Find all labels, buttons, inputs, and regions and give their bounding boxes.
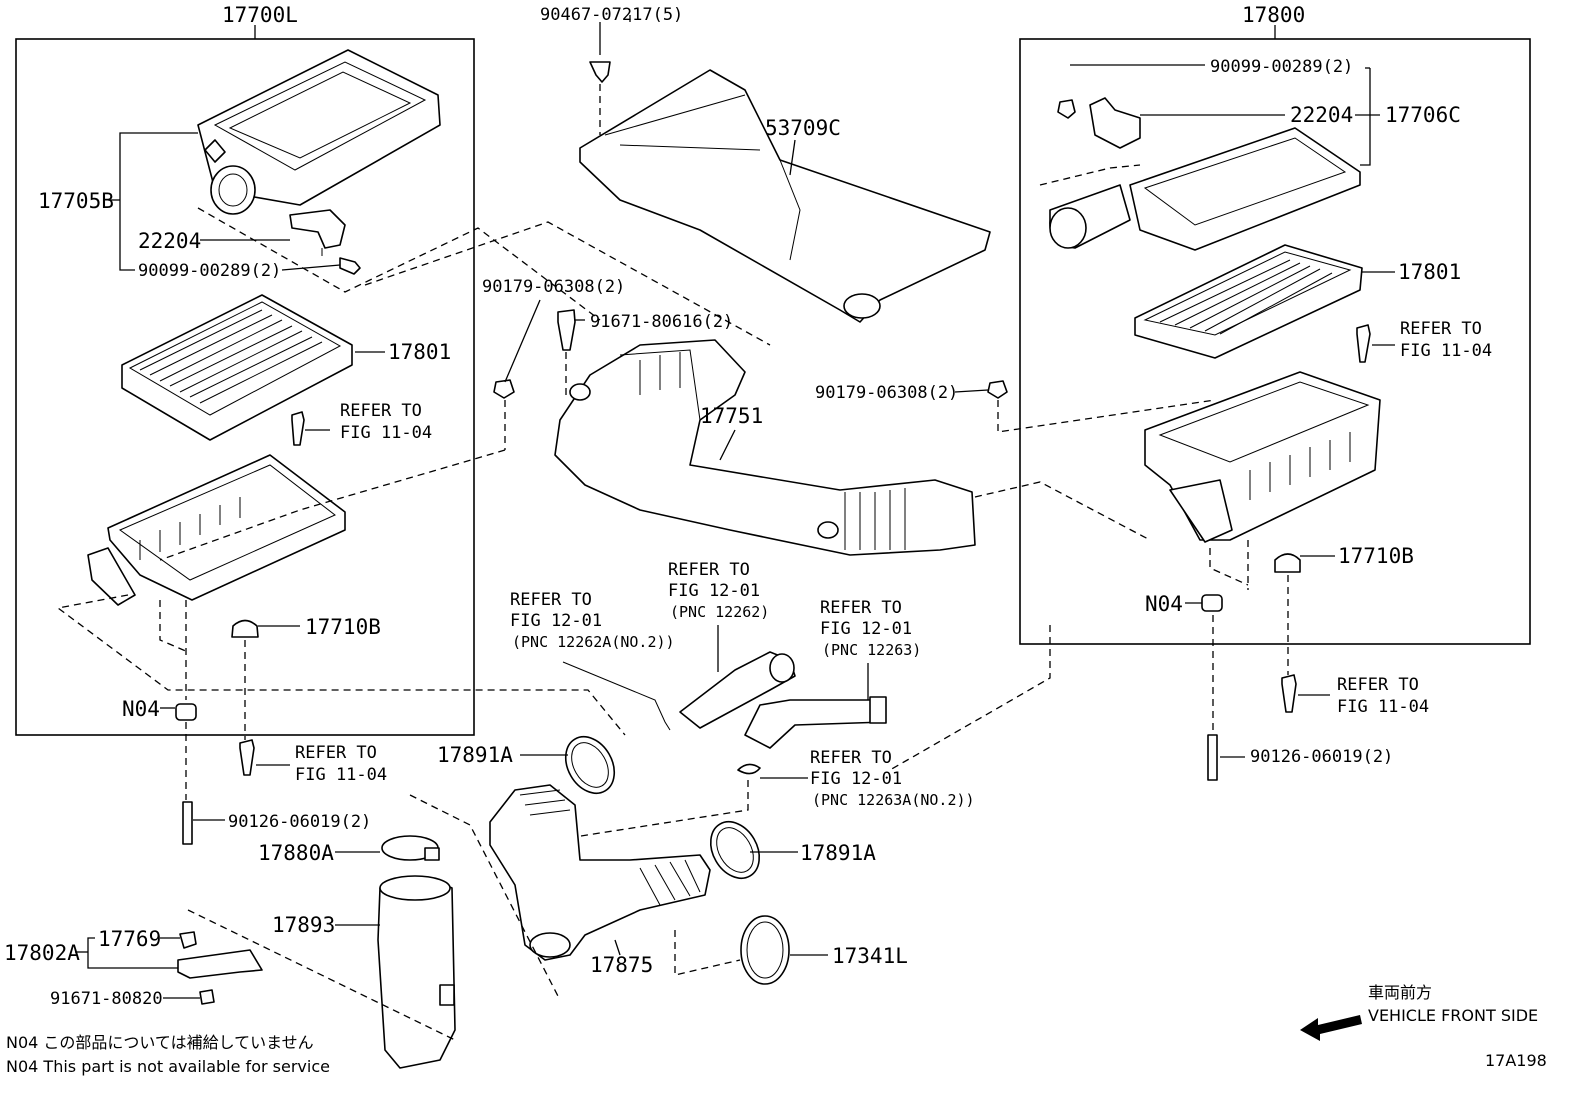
airflow-sensor-right <box>1089 97 1141 149</box>
nut-top <box>493 379 515 399</box>
leader-lines <box>75 15 1395 999</box>
label-hose: 17875 <box>590 953 653 977</box>
note-jp: N04 この部品については補給していません <box>6 1033 314 1052</box>
air-cleaner-cap-left <box>197 49 441 215</box>
ref3-line1: REFER TO <box>1400 319 1482 339</box>
stud-left <box>182 801 193 845</box>
front-jp: 車両前方 <box>1368 983 1432 1002</box>
air-cleaner-cap-right <box>1049 127 1361 251</box>
bolt-mid <box>557 309 576 351</box>
ref7-line2: FIG 12-01 <box>820 619 912 639</box>
label-grommet-left: 17710B <box>305 615 381 639</box>
label-bracket: 17802A <box>4 941 80 965</box>
label-bolt-right: 90099-00289(2) <box>1210 57 1353 77</box>
label-assy-left: 17700L <box>222 3 298 27</box>
label-grommet-right: 17710B <box>1338 544 1414 568</box>
label-clip: 90467-07217(5) <box>540 5 683 25</box>
bolt-right <box>1057 99 1076 119</box>
ref2-line2: FIG 11-04 <box>295 765 387 785</box>
clamp-17341l <box>740 915 790 985</box>
engine-cover <box>579 69 991 323</box>
label-nut-mid: 90179-06308(2) <box>815 383 958 403</box>
air-filter-left <box>121 294 353 441</box>
ref5-line1: REFER TO <box>510 590 592 610</box>
screw-right-top <box>1356 324 1371 363</box>
ref7-line3: (PNC 12263) <box>822 641 921 659</box>
ref4-line2: FIG 11-04 <box>1337 697 1429 717</box>
ref7-line1: REFER TO <box>820 598 902 618</box>
label-n04-right: N04 <box>1145 592 1183 616</box>
intake-hose <box>489 784 711 961</box>
left-assembly-box <box>15 38 475 736</box>
clip-push <box>589 61 611 83</box>
screw-left-top <box>291 411 305 446</box>
label-duct: 17751 <box>700 404 763 428</box>
label-filter-right: 17801 <box>1398 260 1461 284</box>
label-n04-left: N04 <box>122 697 160 721</box>
front-en: VEHICLE FRONT SIDE <box>1368 1006 1538 1025</box>
air-filter-right <box>1134 244 1363 359</box>
label-sensor-left: 22204 <box>138 229 201 253</box>
clamp-17880a <box>381 835 440 861</box>
ref6-line3: (PNC 12262) <box>670 603 769 621</box>
air-cleaner-case-left <box>87 454 346 606</box>
label-cap-right: 17706C <box>1385 103 1461 127</box>
ref5-line2: FIG 12-01 <box>510 611 602 631</box>
airflow-sensor-left <box>289 209 346 256</box>
label-sensor-right: 22204 <box>1290 103 1353 127</box>
screw-right-bottom <box>1281 674 1297 713</box>
stud-right <box>1207 734 1218 781</box>
screw-left-bottom <box>239 739 255 776</box>
label-assy-right: 17800 <box>1242 3 1305 27</box>
hose-12263 <box>744 696 887 749</box>
clamp-17891a-lower <box>709 820 761 880</box>
label-stud-right: 90126-06019(2) <box>1250 747 1393 767</box>
ref4-line1: REFER TO <box>1337 675 1419 695</box>
ref1-line2: FIG 11-04 <box>340 423 432 443</box>
label-cap-left: 17705B <box>38 189 114 213</box>
ref2-line1: REFER TO <box>295 743 377 763</box>
grommet-left <box>231 619 259 638</box>
diagram-id: 17A198 <box>1485 1051 1547 1070</box>
ref8-line3: (PNC 12263A(NO.2)) <box>812 791 975 809</box>
label-filter-left: 17801 <box>388 340 451 364</box>
label-bolt-left: 90099-00289(2) <box>138 261 281 281</box>
ref8-line2: FIG 12-01 <box>810 769 902 789</box>
n04-part-left <box>175 703 197 721</box>
bolt-left <box>339 257 361 275</box>
bracket <box>177 931 263 1005</box>
label-clamp-a2: 17891A <box>800 841 876 865</box>
label-cover: 53709C <box>765 116 841 140</box>
air-cleaner-case-right <box>1144 371 1381 543</box>
pcv-hose-12262 <box>679 651 796 729</box>
ref6-line2: FIG 12-01 <box>668 581 760 601</box>
ref8-line1: REFER TO <box>810 748 892 768</box>
label-stud-left: 90126-06019(2) <box>228 812 371 832</box>
note-en: N04 This part is not available for servi… <box>6 1057 330 1076</box>
bolt-91671-80820 <box>199 989 215 1005</box>
label-nut-769: 17769 <box>98 927 161 951</box>
resonator <box>377 875 456 1069</box>
ref1-line1: REFER TO <box>340 401 422 421</box>
n04-part-right <box>1201 594 1223 612</box>
label-clamp-880: 17880A <box>258 841 334 865</box>
clamp-17891a-upper <box>564 735 616 795</box>
hose-12262A <box>562 661 671 731</box>
ref5-line3: (PNC 12262A(NO.2)) <box>512 633 675 651</box>
clip-12263A <box>737 763 761 775</box>
grommet-right <box>1274 553 1301 573</box>
label-bolt-820: 91671-80820 <box>50 989 163 1009</box>
air-intake-duct <box>554 339 976 556</box>
label-clamp-a1: 17891A <box>437 743 513 767</box>
ref3-line2: FIG 11-04 <box>1400 341 1492 361</box>
label-nut-top: 90179-06308(2) <box>482 277 625 297</box>
label-clamp-341: 17341L <box>832 944 908 968</box>
label-resonator: 17893 <box>272 913 335 937</box>
nut-mid <box>987 380 1008 399</box>
vehicle-front-arrow <box>1300 1015 1362 1041</box>
ref6-line1: REFER TO <box>668 560 750 580</box>
nut-17769 <box>179 931 197 949</box>
label-bolt-mid: 91671-80616(2) <box>590 312 733 332</box>
